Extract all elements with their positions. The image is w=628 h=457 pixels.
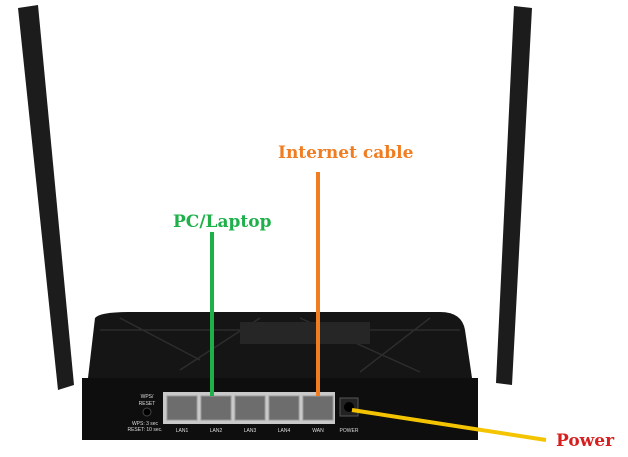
reset-note: RESET: 10 sec. [127,427,162,433]
port-label: LAN4 [278,428,291,434]
port-label: LAN3 [244,428,257,434]
port-lan4 [268,395,300,421]
pc-laptop-label: PC/Laptop [173,212,272,232]
power-port-label: POWER [340,428,359,434]
port-lan3 [234,395,266,421]
port-lan1 [166,395,198,421]
port-lan2 [200,395,232,421]
port-label: WAN [312,428,324,434]
power-label: Power [556,431,615,451]
port-label: LAN2 [210,428,223,434]
power-cable-line [351,408,547,442]
right-antenna [496,6,532,385]
wps-label: WPS/ [141,394,154,400]
port-wan [302,395,334,421]
wps-note: WPS: 3 sec [132,421,159,427]
port-label: LAN1 [176,428,189,434]
left-antenna [18,5,74,390]
internet-cable-label: Internet cable [278,143,414,163]
reset-label: RESET [139,401,156,407]
vent-grille [240,322,370,344]
wps-button [142,407,152,417]
